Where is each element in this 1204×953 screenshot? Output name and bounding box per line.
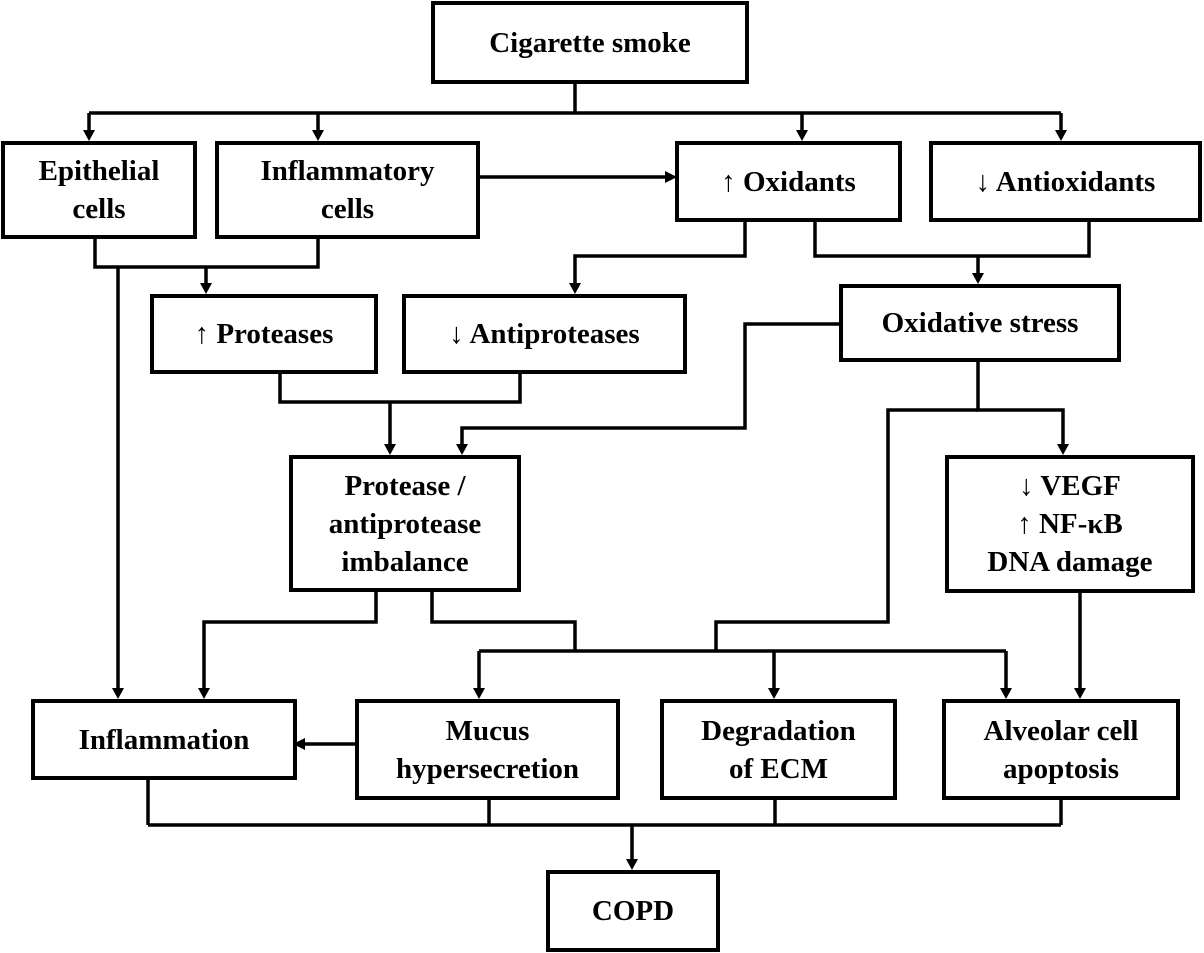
- node-cigarette-smoke: Cigarette smoke: [431, 1, 749, 84]
- node-label: imbalance: [341, 545, 469, 578]
- connector: [714, 408, 978, 651]
- connector: [93, 238, 320, 269]
- node-label: apoptosis: [1002, 752, 1120, 785]
- node-mucus-hypersecretion: Mucus hypersecretion: [355, 699, 620, 800]
- node-label: DNA damage: [987, 546, 1153, 578]
- node-label: Degradation: [701, 714, 856, 747]
- connector: [573, 221, 747, 283]
- node-inflammatory-cells: Inflammatory cells: [215, 141, 480, 239]
- arrowhead: [796, 130, 808, 141]
- arrowhead: [768, 688, 780, 699]
- node-label: Mucus: [445, 714, 530, 747]
- node-label: Oxidative stress: [881, 307, 1079, 339]
- node-antioxidants: ↓ Antioxidants: [929, 141, 1202, 222]
- node-copd: COPD: [546, 870, 720, 952]
- node-label: ↑ Proteases: [194, 318, 334, 350]
- connector: [813, 221, 1091, 258]
- arrowhead: [198, 688, 210, 699]
- node-label: ↓ Antiproteases: [449, 318, 640, 350]
- arrowhead: [569, 283, 581, 294]
- node-label: cells: [72, 193, 126, 225]
- node-label: COPD: [591, 895, 675, 927]
- node-oxidative-stress: Oxidative stress: [839, 284, 1121, 362]
- arrowhead: [456, 444, 468, 455]
- node-label: ↓ VEGF: [1019, 470, 1121, 502]
- node-label: Inflammation: [78, 723, 250, 756]
- node-label: hypersecretion: [395, 752, 580, 785]
- arrowhead: [626, 859, 638, 870]
- node-antiproteases: ↓ Antiproteases: [402, 294, 687, 374]
- node-label: of ECM: [728, 752, 829, 785]
- arrowhead: [312, 130, 324, 141]
- arrowhead: [1000, 688, 1012, 699]
- connector: [976, 360, 1065, 444]
- node-alveolar-cell-apoptosis: Alveolar cell apoptosis: [942, 699, 1180, 800]
- node-inflammation: Inflammation: [31, 699, 297, 780]
- node-proteases: ↑ Proteases: [150, 294, 378, 374]
- node-oxidants: ↑ Oxidants: [675, 141, 902, 222]
- connector: [202, 591, 378, 688]
- node-label: antiprotease: [328, 507, 482, 540]
- arrowhead: [200, 283, 212, 294]
- arrowhead: [1055, 130, 1067, 141]
- arrowhead: [473, 688, 485, 699]
- arrowhead: [112, 688, 124, 699]
- arrowhead: [384, 444, 396, 455]
- node-label: cells: [320, 193, 375, 225]
- node-protease-antiprotease-imbalance: Protease / antiprotease imbalance: [289, 455, 521, 592]
- node-label: ↑ Oxidants: [721, 165, 856, 198]
- node-degradation-of-ecm: Degradation of ECM: [660, 699, 897, 800]
- node-label: Protease /: [344, 469, 466, 502]
- connector: [430, 591, 577, 651]
- node-label: Alveolar cell: [983, 714, 1139, 747]
- node-epithelial-cells: Epithelial cells: [1, 141, 197, 239]
- node-label: Inflammatory: [260, 155, 435, 187]
- connector: [278, 373, 522, 404]
- node-label: Epithelial: [38, 155, 160, 187]
- arrowhead: [293, 738, 305, 750]
- arrowhead: [83, 130, 95, 141]
- arrowhead: [665, 171, 677, 183]
- node-vegf-nfkb-dna-damage: ↓ VEGF ↑ NF-κB DNA damage: [945, 455, 1195, 593]
- arrowhead: [972, 273, 984, 284]
- node-label: Cigarette smoke: [489, 26, 691, 59]
- arrowhead: [1074, 688, 1086, 699]
- node-label: ↓ Antioxidants: [975, 165, 1156, 198]
- connector: [460, 322, 841, 444]
- arrowhead: [1057, 444, 1069, 455]
- node-label: ↑ NF-κB: [1017, 508, 1123, 540]
